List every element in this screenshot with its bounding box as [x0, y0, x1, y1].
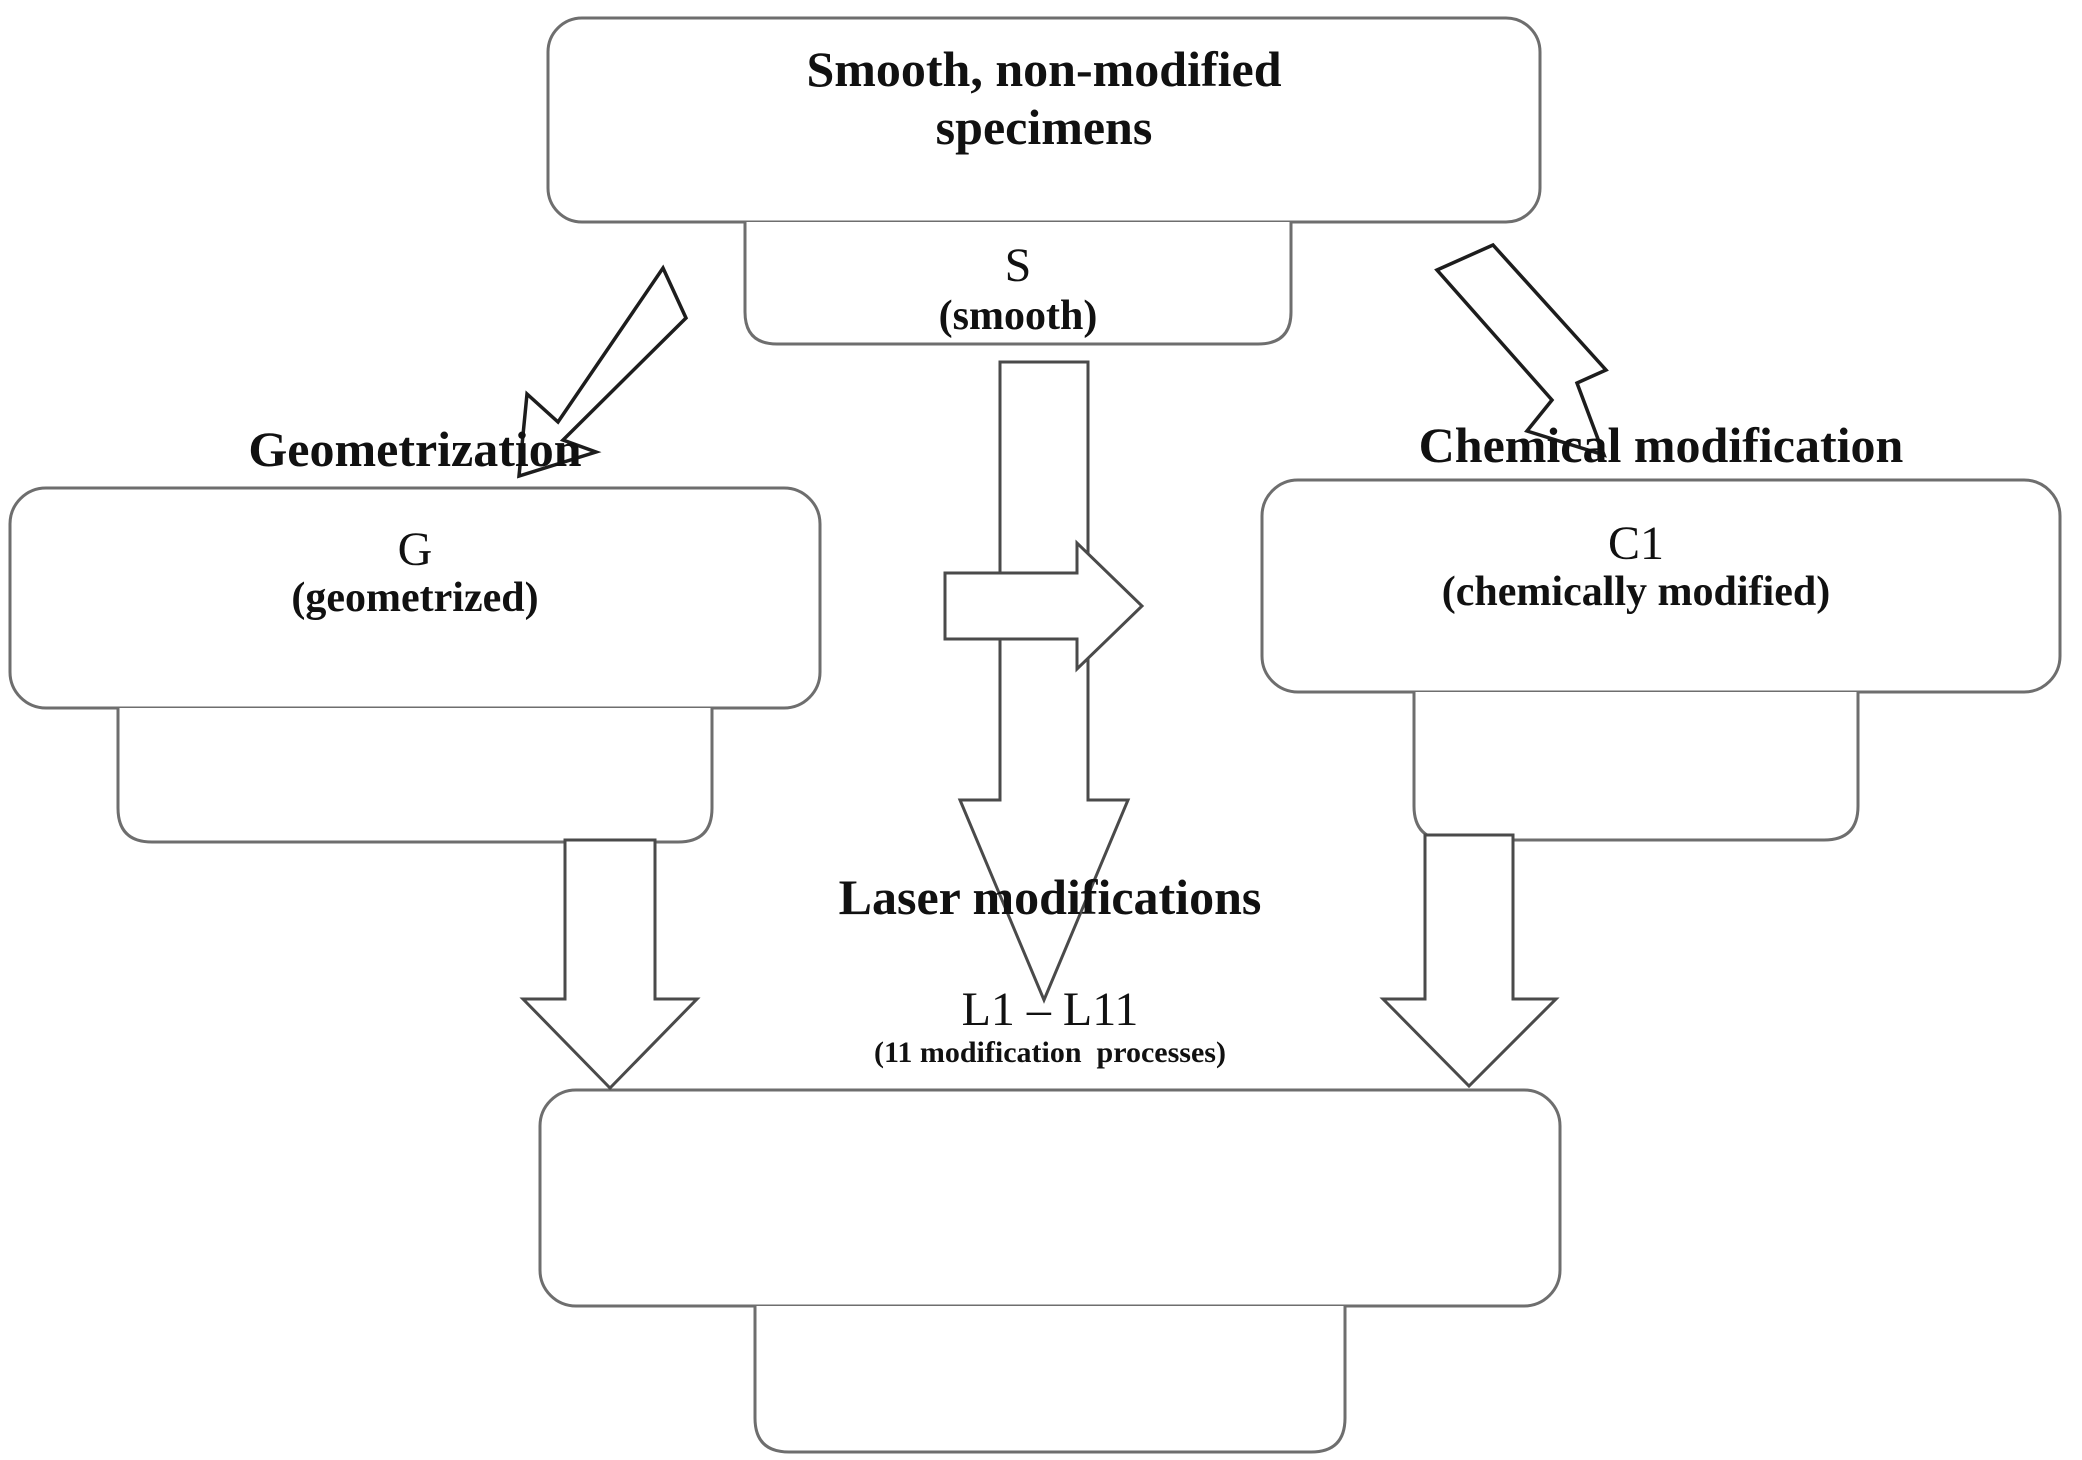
bottom-subbox [753, 1306, 1347, 1454]
node-top [546, 16, 1542, 346]
right-code-label: (chemically modified) [1441, 569, 1831, 615]
left-code-label: (geometrized) [291, 575, 539, 621]
arrow-top-to-left [517, 264, 689, 479]
left-box-title: Geometrization [248, 421, 582, 477]
top-subbox [743, 222, 1293, 346]
top-code: S [1004, 239, 1032, 292]
arrow-center-down [957, 360, 1131, 1004]
node-right [1260, 478, 2062, 842]
arrow-right-down [1379, 833, 1560, 1089]
right-code: C1 [1607, 517, 1664, 570]
top-code-label: (smooth) [938, 293, 1098, 339]
node-bottom [538, 1088, 1562, 1454]
bottom-code-label: (11 modification processes) [874, 1036, 1226, 1069]
bottom-box [538, 1088, 1562, 1308]
arrow-center-right [943, 539, 1145, 673]
bottom-code: L1 – L11 [961, 983, 1139, 1036]
right-subbox [1412, 692, 1860, 842]
arrow-left-down [519, 838, 701, 1091]
right-box-title: Chemical modification [1418, 417, 1904, 473]
node-left [8, 486, 822, 844]
left-code: G [397, 523, 433, 576]
left-subbox [116, 708, 714, 844]
bottom-box-title: Laser modifications [838, 869, 1262, 925]
arrow-top-to-right [1434, 242, 1609, 458]
top-box-title: Smooth, non-modified specimens [806, 41, 1282, 155]
